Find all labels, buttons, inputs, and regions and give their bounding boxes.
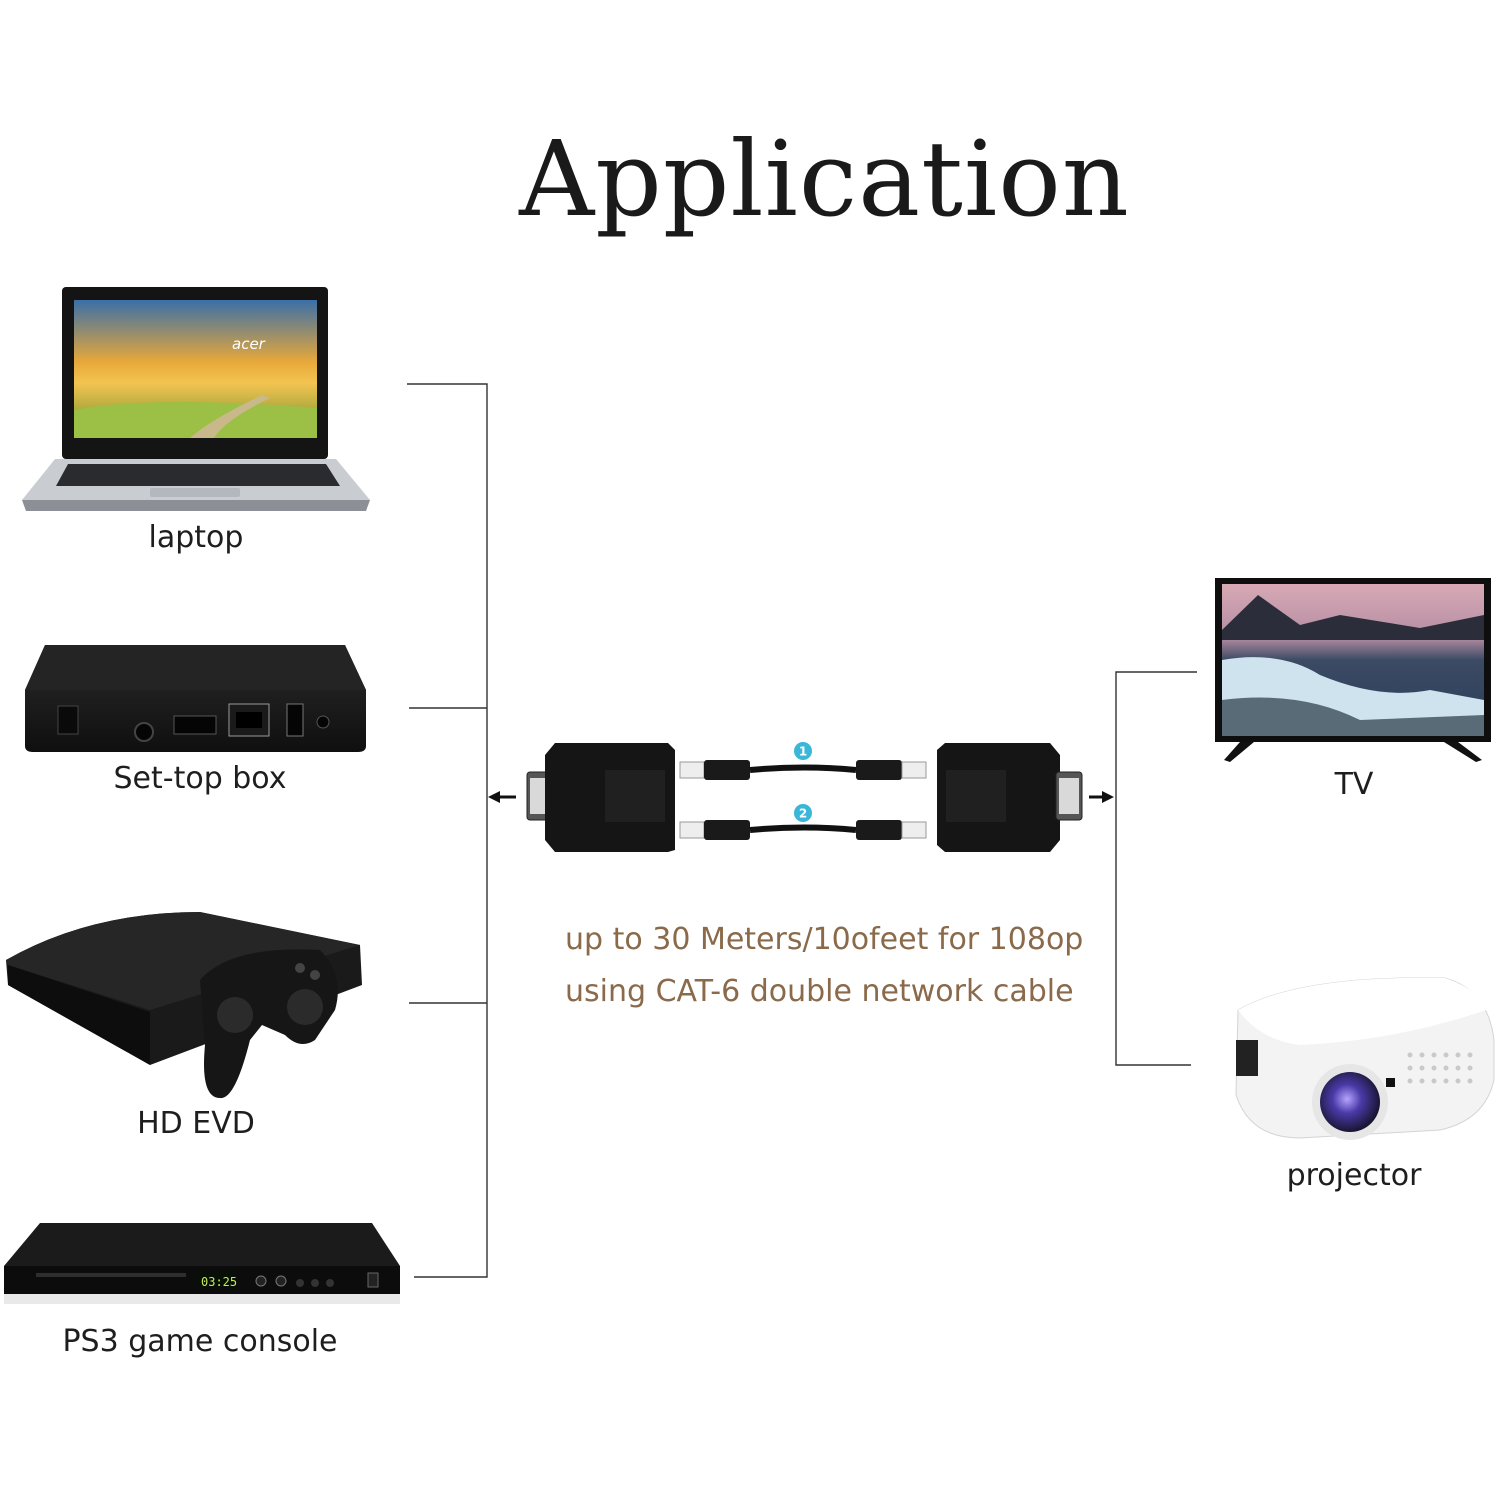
dvd-display-text: 03:25 (201, 1275, 237, 1289)
set-top-box-icon (25, 645, 366, 752)
svg-text:1: 1 (799, 745, 807, 759)
left-arrow-icon (488, 791, 516, 803)
tv-icon (1215, 578, 1491, 762)
laptop-label: laptop (148, 520, 244, 555)
network-cable-1 (679, 760, 927, 780)
projector-label: projector (1286, 1158, 1422, 1193)
right-arrow-icon (1089, 791, 1114, 803)
svg-text:2: 2 (799, 807, 807, 821)
display-bracket-lines (1115, 671, 1197, 1066)
hdmi-extender-left (526, 743, 675, 852)
cable-badge-2: 2 (794, 804, 812, 822)
caption-line-1: up to 30 Meters/10ofeet for 108op (565, 922, 1084, 957)
ps3-game-console-label: PS3 game console (62, 1324, 338, 1359)
set-top-box-label: Set-top box (113, 761, 287, 796)
network-cable-2 (679, 820, 927, 840)
acer-logo: acer (232, 335, 266, 353)
controller-icon (200, 949, 338, 1099)
laptop-icon: acer (22, 287, 370, 511)
caption-line-2: using CAT-6 double network cable (565, 974, 1074, 1009)
source-bracket-lines (407, 383, 488, 1278)
cable-badge-1: 1 (794, 742, 812, 760)
projector-icon (1235, 977, 1495, 1140)
tv-label: TV (1334, 767, 1374, 802)
hdmi-extender-right (937, 743, 1083, 852)
dvd-player-icon: 03:25 (4, 1223, 400, 1304)
page-title: Application (519, 118, 1130, 240)
hd-evd-label: HD EVD (137, 1106, 255, 1141)
game-console-icon (6, 912, 362, 1099)
